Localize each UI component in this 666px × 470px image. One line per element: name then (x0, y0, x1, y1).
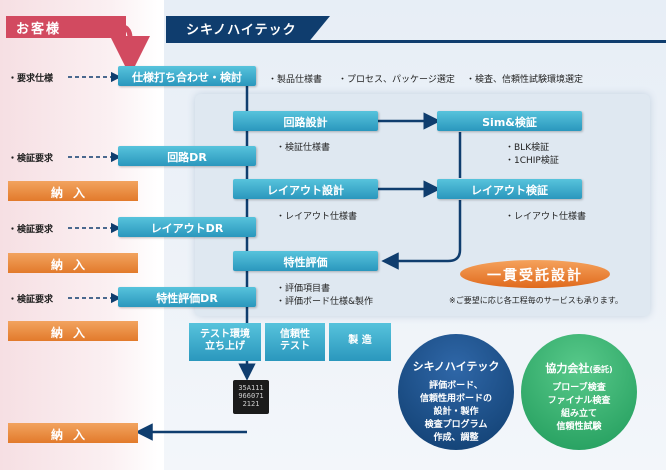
circuit-dr-box: 回路DR (118, 146, 256, 166)
shikino-line-1: 評価ボード、 (429, 381, 483, 391)
partner-title-main: 協力会社 (545, 362, 590, 375)
reliability-box: 信頼性 テスト (265, 323, 325, 361)
delivery-box-final: 納入 (8, 423, 138, 443)
shikino-line-5: 作成、調整 (433, 433, 479, 443)
company-header-line (166, 40, 666, 43)
partner-circle-title: 協力会社(委託) (521, 360, 637, 376)
char-eval-dr-box: 特性評価DR (118, 287, 256, 307)
partner-line-3: 組み立て (560, 409, 597, 419)
test-env-box: テスト環境 立ち上げ (189, 323, 261, 361)
note-process-pkg: ・プロセス、パッケージ選定 (338, 75, 455, 85)
note-service: ※ご要望に応じ各工程毎のサービスも承ります。 (449, 296, 623, 305)
note-inspection: ・検査、信頼性試験環境選定 (466, 75, 584, 85)
layout-dr-box: レイアウトDR (118, 217, 256, 237)
verify-request-label-2: ・検証要求 (8, 225, 54, 235)
partner-line-4: 信頼性試験 (556, 422, 602, 432)
reliability-line-2: テスト (280, 341, 310, 352)
test-env-line-1: テスト環境 (200, 329, 250, 340)
delivery-box-3: 納入 (8, 321, 138, 341)
customer-header: お客様 (6, 16, 126, 38)
shikino-circle: シキノハイテック 評価ボード、 信頼性用ボードの 設計・製作 検査プログラム 作… (398, 334, 514, 450)
requirement-spec-label: ・要求仕様 (8, 74, 54, 84)
partner-line-2: ファイナル検査 (547, 396, 611, 406)
consignment-badge: 一貫受託設計 (460, 260, 610, 288)
note-layout-spec-2: ・レイアウト仕様書 (505, 212, 587, 222)
verify-request-label-3: ・検証要求 (8, 295, 54, 305)
chip-line-3: 2121 (242, 400, 260, 408)
shikino-circle-title: シキノハイテック (412, 360, 500, 373)
layout-design-box: レイアウト設計 (233, 179, 378, 199)
note-blk: ・BLK検証 (505, 143, 550, 153)
shikino-line-4: 検査プログラム (424, 420, 488, 430)
ic-chip-image: 35A111 966071 2121 (233, 380, 269, 414)
chip-line-2: 966071 (238, 392, 264, 400)
circuit-design-box: 回路設計 (233, 111, 378, 131)
arrow-return (381, 200, 462, 270)
note-product-spec: ・製品仕様書 (268, 75, 323, 85)
test-env-line-2: 立ち上げ (205, 341, 245, 352)
shikino-line-3: 設計・製作 (433, 407, 479, 417)
note-one-chip: ・1CHIP検証 (505, 156, 559, 166)
note-eval-board: ・評価ボード仕様&製作 (276, 297, 374, 307)
partner-circle: 協力会社(委託) プローブ検査 ファイナル検査 組み立て 信頼性試験 (521, 334, 637, 450)
reliability-line-1: 信頼性 (280, 329, 310, 340)
spec-meeting-box: 仕様打ち合わせ・検討 (118, 66, 256, 86)
char-eval-box: 特性評価 (233, 251, 378, 271)
verify-request-label-1: ・検証要求 (8, 154, 54, 164)
delivery-box-2: 納入 (8, 253, 138, 273)
manufacturing-box: 製 造 (329, 323, 391, 361)
partner-title-sub: (委託) (589, 365, 613, 374)
sim-verify-box: Sim&検証 (437, 111, 582, 131)
note-layout-spec-1: ・レイアウト仕様書 (276, 212, 358, 222)
note-eval-items: ・評価項目書 (276, 284, 331, 294)
company-header: シキノハイテック (166, 16, 330, 40)
delivery-box-1: 納入 (8, 181, 138, 201)
partner-line-1: プローブ検査 (552, 383, 606, 393)
layout-verify-box: レイアウト検証 (437, 179, 582, 199)
customer-arrow (110, 23, 150, 76)
chip-line-1: 35A111 (238, 384, 264, 392)
note-verify-spec: ・検証仕様書 (276, 143, 331, 153)
shikino-line-2: 信頼性用ボードの (419, 394, 492, 404)
